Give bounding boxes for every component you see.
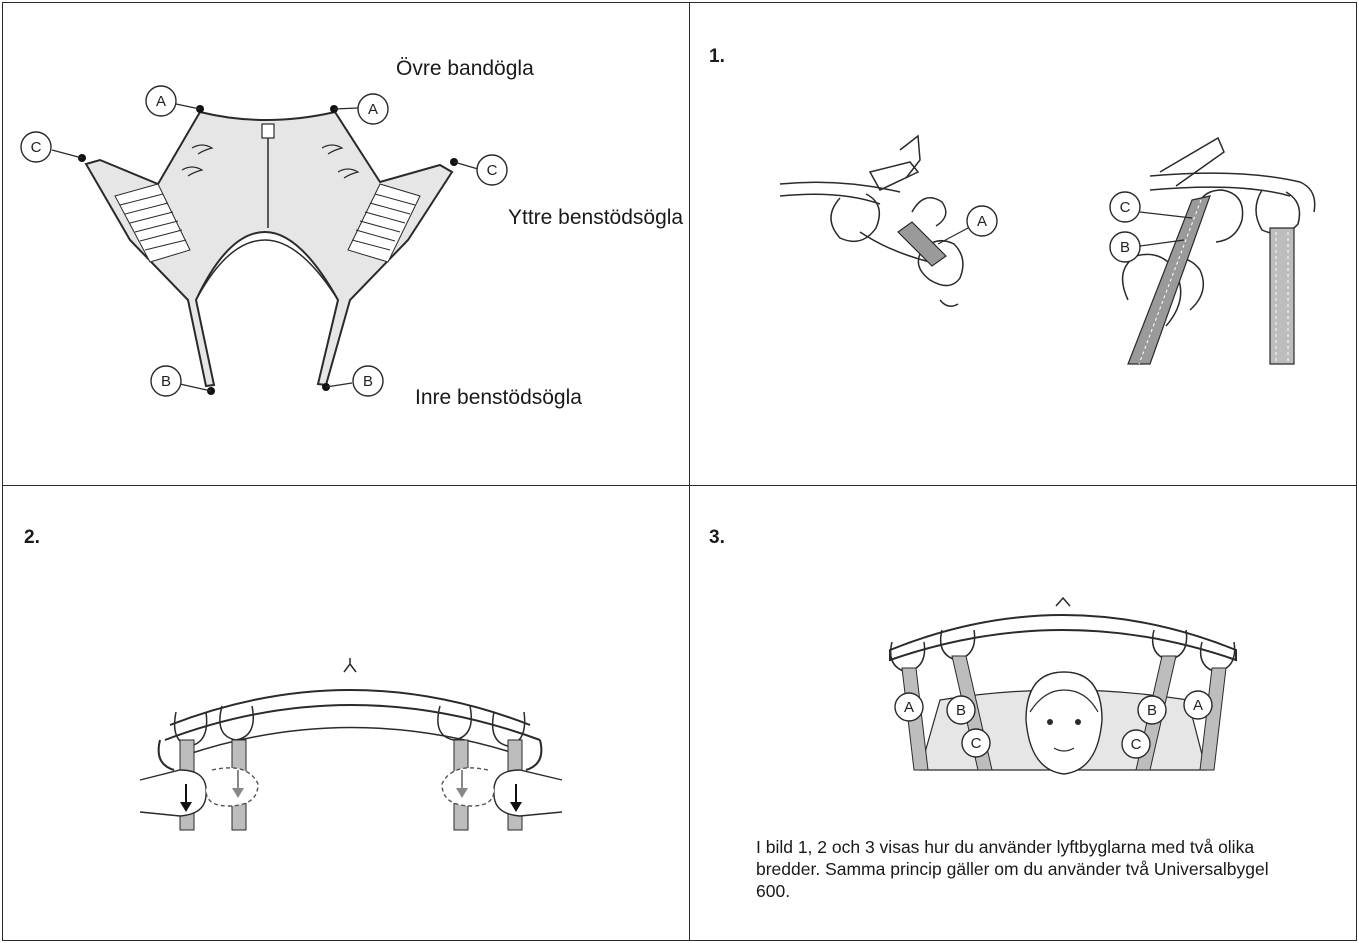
svg-text:A: A <box>904 699 914 716</box>
svg-text:A: A <box>1193 697 1203 714</box>
step-3-description: I bild 1, 2 och 3 visas hur du använder … <box>756 836 1296 902</box>
svg-text:B: B <box>1147 702 1157 719</box>
svg-text:C: C <box>971 735 982 752</box>
svg-text:B: B <box>956 702 966 719</box>
svg-text:C: C <box>1131 736 1142 753</box>
